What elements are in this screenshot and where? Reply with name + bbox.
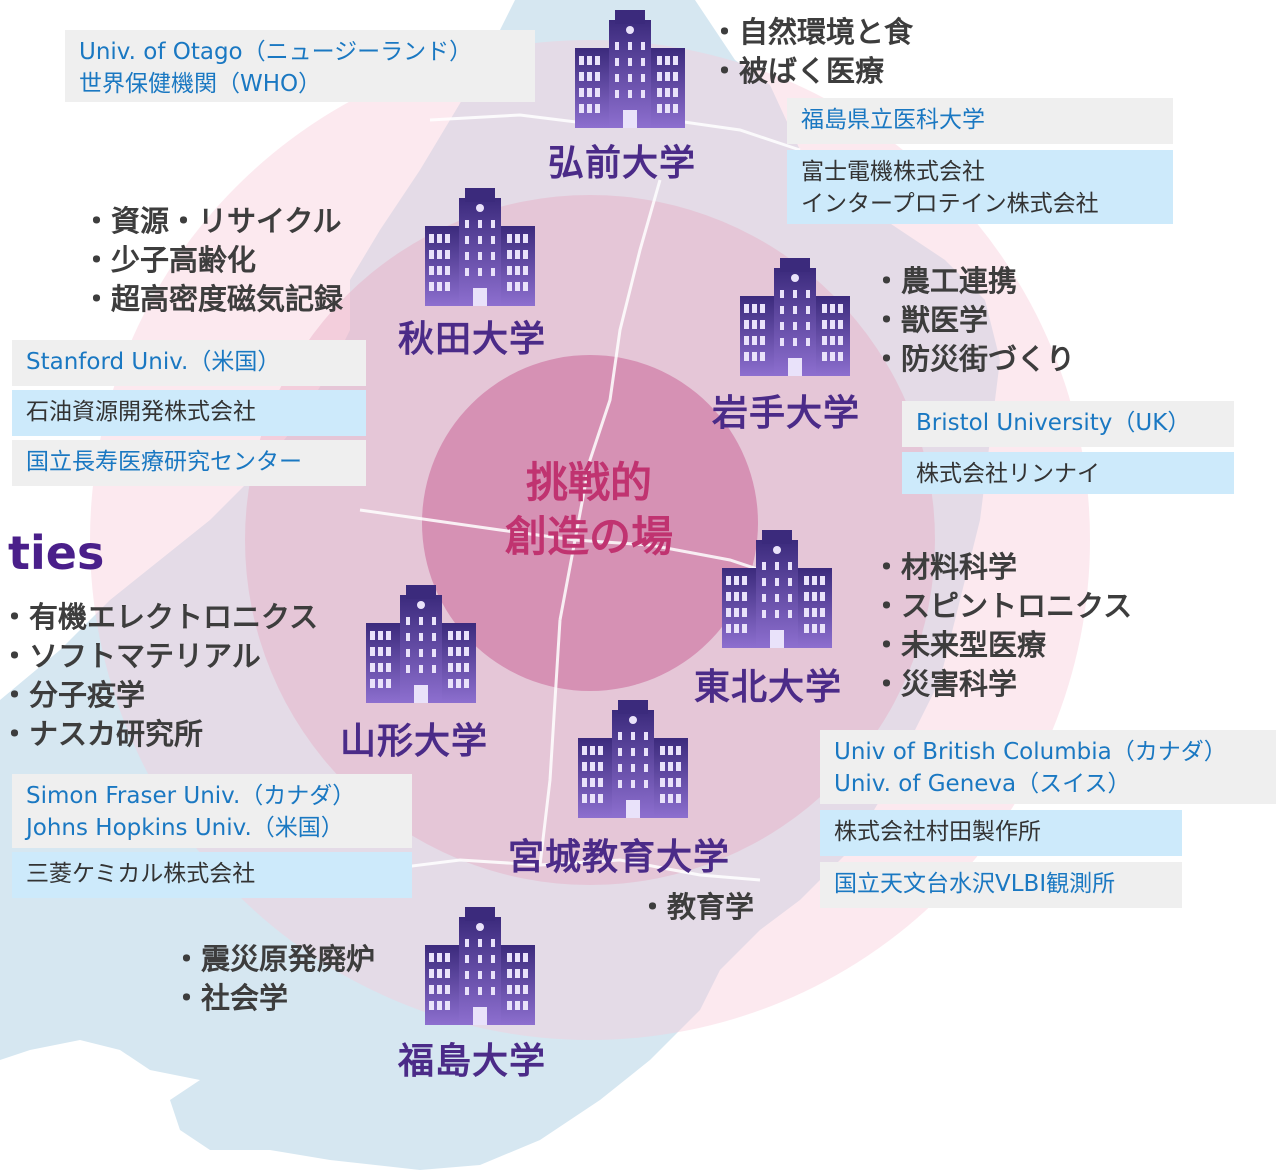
partner-box-sfu-jhu: Simon Fraser Univ.（カナダ） Johns Hopkins Un… <box>12 774 412 848</box>
topics-hirosaki: ・自然環境と食 ・被ばく医療 <box>710 13 913 91</box>
partner-name: Bristol University（UK） <box>916 410 1191 436</box>
topic-item: ・災害科学 <box>872 667 1018 701</box>
university-label-fukushima: 福島大学 <box>398 1041 547 1082</box>
partner-name: 富士電機株式会社 <box>801 159 985 185</box>
topic-item: ・震災原発廃炉 <box>172 942 376 976</box>
topic-item: ・超高密度磁気記録 <box>82 282 344 316</box>
side-title-fragment: ties <box>8 526 105 580</box>
topic-item: ・農工連携 <box>872 264 1018 298</box>
topic-item: ・ソフトマテリアル <box>0 639 261 673</box>
partner-box-ubc-geneva: Univ of British Columbia（カナダ） Univ. of G… <box>820 730 1276 804</box>
partner-name: Univ of British Columbia（カナダ） <box>834 739 1227 765</box>
center-title-line1: 挑戦的 <box>525 458 652 507</box>
university-label-iwate: 岩手大学 <box>712 393 861 434</box>
partner-box-fukushima-med: 福島県立医科大学 <box>787 98 1173 144</box>
partner-box-murata: 株式会社村田製作所 <box>820 810 1182 856</box>
topics-miyagi-edu: ・教育学 <box>638 888 754 927</box>
partner-name: 石油資源開発株式会社 <box>26 399 256 425</box>
partner-box-fuji-inter: 富士電機株式会社 インタープロテイン株式会社 <box>787 150 1173 224</box>
partner-box-mitsubishi: 三菱ケミカル株式会社 <box>12 852 412 898</box>
topic-item: ・被ばく医療 <box>710 54 885 88</box>
topic-item: ・分子疫学 <box>0 678 146 712</box>
topic-item: ・ナスカ研究所 <box>0 717 204 751</box>
topic-item: ・少子高齢化 <box>82 243 257 277</box>
partner-name: 株式会社リンナイ <box>916 461 1100 487</box>
topics-yamagata: ・有機エレクトロニクス ・ソフトマテリアル ・分子疫学 ・ナスカ研究所 <box>0 598 318 754</box>
university-label-yamagata: 山形大学 <box>340 721 489 762</box>
topic-item: ・自然環境と食 <box>710 15 914 49</box>
partner-box-stanford: Stanford Univ.（米国） <box>12 340 366 386</box>
border-yamagata-miyagi <box>538 619 562 866</box>
partner-name: Johns Hopkins Univ.（米国） <box>26 815 344 841</box>
topics-tohoku: ・材料科学 ・スピントロニクス ・未来型医療 ・災害科学 <box>872 548 1132 704</box>
partner-name: 国立天文台水沢VLBI観測所 <box>834 871 1116 897</box>
topic-item: ・教育学 <box>638 890 755 924</box>
partner-box-rinnai: 株式会社リンナイ <box>902 452 1234 494</box>
topic-item: ・材料科学 <box>872 550 1018 584</box>
topic-item: ・スピントロニクス <box>872 589 1133 623</box>
partner-name: Stanford Univ.（米国） <box>26 349 281 375</box>
partner-box-otago-who: Univ. of Otago（ニュージーランド） 世界保健機関（WHO） <box>65 30 535 102</box>
university-label-akita: 秋田大学 <box>398 319 547 360</box>
partner-name: Univ. of Geneva（スイス） <box>834 771 1131 797</box>
partner-name: 世界保健機関（WHO） <box>79 71 322 97</box>
partner-name: インタープロテイン株式会社 <box>801 191 1099 217</box>
building-icon <box>578 700 688 818</box>
topic-item: ・獣医学 <box>872 303 989 337</box>
building-icon <box>575 10 685 128</box>
center-title: 挑戦的 創造の場 <box>424 456 754 564</box>
partner-name: 国立長寿医療研究センター <box>26 449 302 475</box>
partner-box-ncgg: 国立長寿医療研究センター <box>12 440 366 486</box>
topic-item: ・社会学 <box>172 981 289 1015</box>
university-label-tohoku: 東北大学 <box>694 667 843 708</box>
partner-box-japex: 石油資源開発株式会社 <box>12 390 366 436</box>
topic-item: ・有機エレクトロニクス <box>0 600 319 634</box>
building-icon <box>722 530 832 648</box>
partner-name: Univ. of Otago（ニュージーランド） <box>79 39 473 65</box>
partner-name: 三菱ケミカル株式会社 <box>26 861 256 887</box>
topics-iwate: ・農工連携 ・獣医学 ・防災街づくり <box>872 262 1075 379</box>
topic-item: ・防災街づくり <box>872 342 1076 376</box>
partner-name: 福島県立医科大学 <box>801 107 985 133</box>
border-akita-yamagata <box>359 508 576 542</box>
inner-core <box>422 355 758 691</box>
building-icon <box>366 585 476 703</box>
partner-box-bristol: Bristol University（UK） <box>902 401 1234 447</box>
university-label-miyagi-edu: 宮城教育大学 <box>508 837 731 878</box>
topic-item: ・資源・リサイクル <box>82 204 342 238</box>
university-label-hirosaki: 弘前大学 <box>548 143 697 184</box>
building-icon <box>425 188 535 306</box>
center-title-line2: 創造の場 <box>504 512 673 561</box>
topics-fukushima: ・震災原発廃炉 ・社会学 <box>172 940 375 1018</box>
topic-item: ・未来型医療 <box>872 628 1047 662</box>
building-icon <box>425 907 535 1025</box>
topics-akita: ・資源・リサイクル ・少子高齢化 ・超高密度磁気記録 <box>82 202 343 319</box>
partner-box-vlbi: 国立天文台水沢VLBI観測所 <box>820 862 1182 908</box>
partner-name: Simon Fraser Univ.（カナダ） <box>26 783 356 809</box>
building-icon <box>740 258 850 376</box>
partner-name: 株式会社村田製作所 <box>834 819 1041 845</box>
